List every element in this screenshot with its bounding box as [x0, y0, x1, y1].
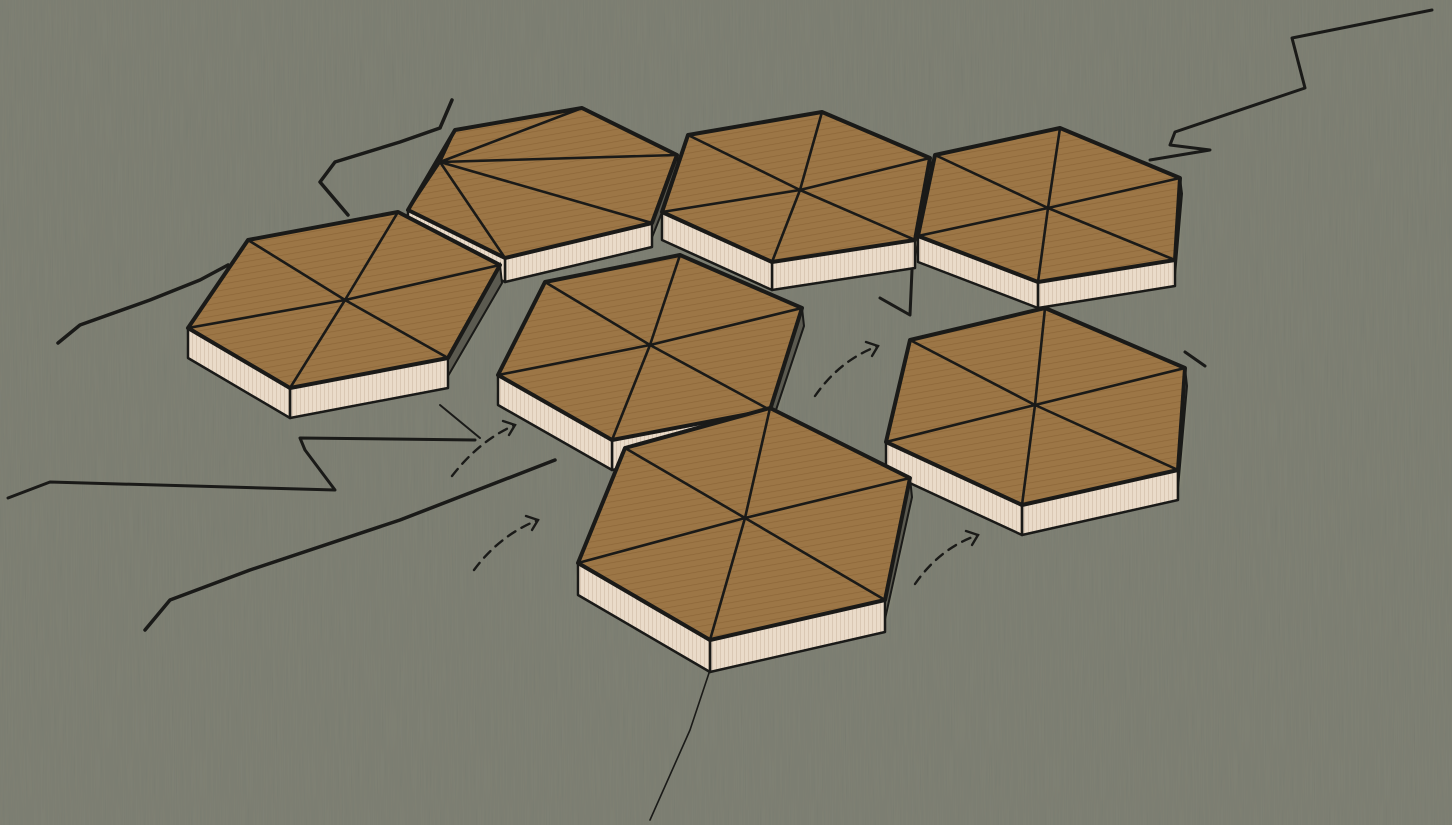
hexagon-tile-sketch [0, 0, 1452, 825]
